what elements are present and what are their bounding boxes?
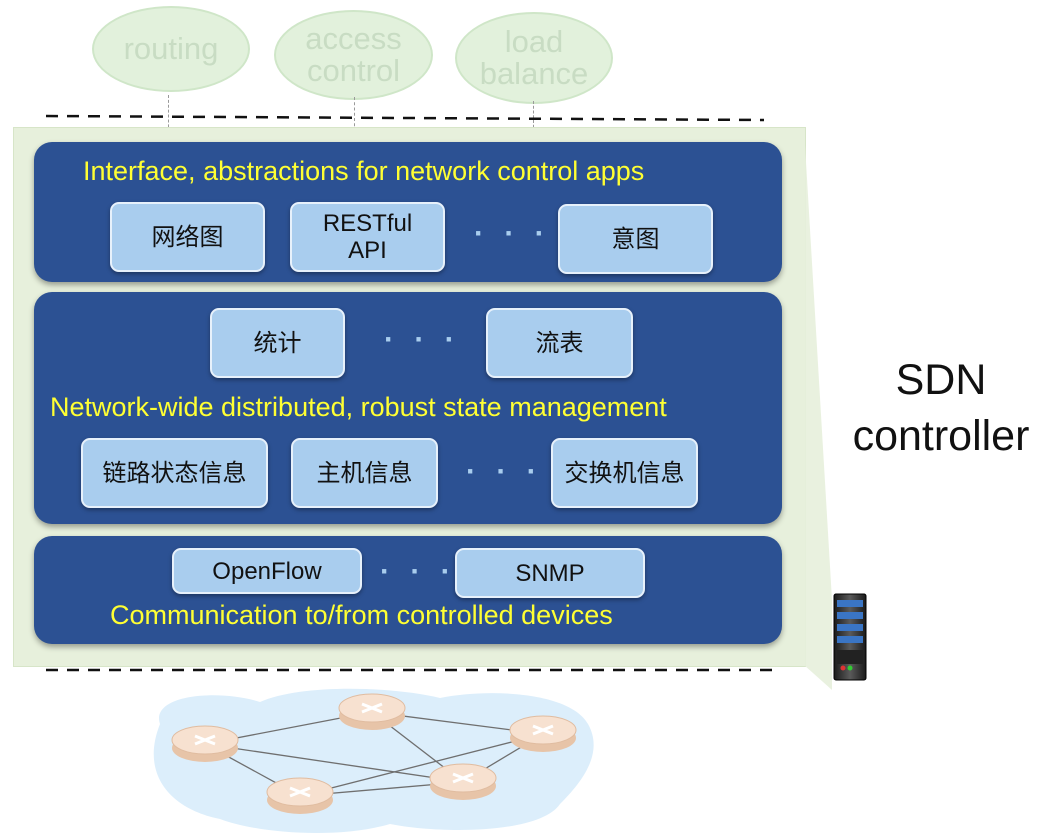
app-routing: routing	[92, 6, 250, 92]
state-management-layer: 统计 · · · 流表 Network-wide distributed, ro…	[34, 292, 782, 524]
item-flow-table: 流表	[486, 308, 633, 378]
item-restful-api: RESTful API	[290, 202, 445, 272]
item-switch-info: 交换机信息	[551, 438, 698, 508]
item-statistics: 统计	[210, 308, 345, 378]
southbound-layer: OpenFlow · · · SNMP Communication to/fro…	[34, 536, 782, 644]
sdn-controller-label: SDN controller	[852, 356, 1030, 460]
northbound-title: Interface, abstractions for network cont…	[83, 156, 645, 186]
router-icon	[429, 763, 497, 800]
northbound-ellipsis: · · ·	[474, 217, 551, 250]
router-icon	[509, 715, 577, 752]
southbound-title: Communication to/from controlled devices	[110, 600, 613, 630]
server-icon	[833, 593, 867, 681]
state-bottom-ellipsis: · · ·	[466, 455, 543, 488]
app-connector	[354, 97, 355, 142]
item-network-graph: 网络图	[110, 202, 265, 272]
app-connector	[533, 101, 534, 142]
item-host-info: 主机信息	[291, 438, 438, 508]
router-icon	[266, 777, 334, 814]
router-icon	[171, 725, 239, 762]
state-title: Network-wide distributed, robust state m…	[50, 392, 667, 422]
router-icon	[338, 693, 406, 730]
app-access-control: access control	[274, 10, 433, 100]
item-openflow: OpenFlow	[172, 548, 362, 594]
item-intent: 意图	[558, 204, 713, 274]
item-snmp: SNMP	[455, 548, 645, 598]
northbound-layer: Interface, abstractions for network cont…	[34, 142, 782, 282]
state-top-ellipsis: · · ·	[384, 323, 461, 356]
item-link-state-info: 链路状态信息	[81, 438, 268, 508]
app-connector	[168, 95, 169, 142]
network-cloud	[153, 688, 594, 834]
southbound-ellipsis: · · ·	[380, 555, 457, 588]
app-load-balance: load balance	[455, 12, 613, 104]
